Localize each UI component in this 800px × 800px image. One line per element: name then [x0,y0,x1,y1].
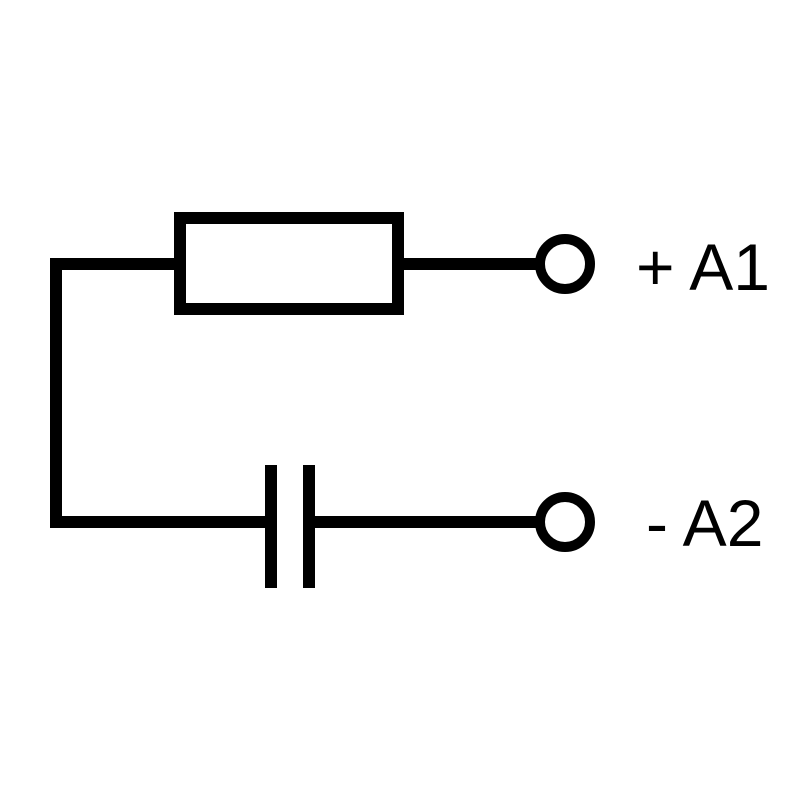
terminal-a2-icon[interactable] [535,492,595,552]
terminal-a1-label: + A1 [636,230,770,304]
terminal-a2-label: - A2 [646,486,763,560]
terminal-a1-icon[interactable] [535,234,595,294]
resistor [174,212,404,315]
